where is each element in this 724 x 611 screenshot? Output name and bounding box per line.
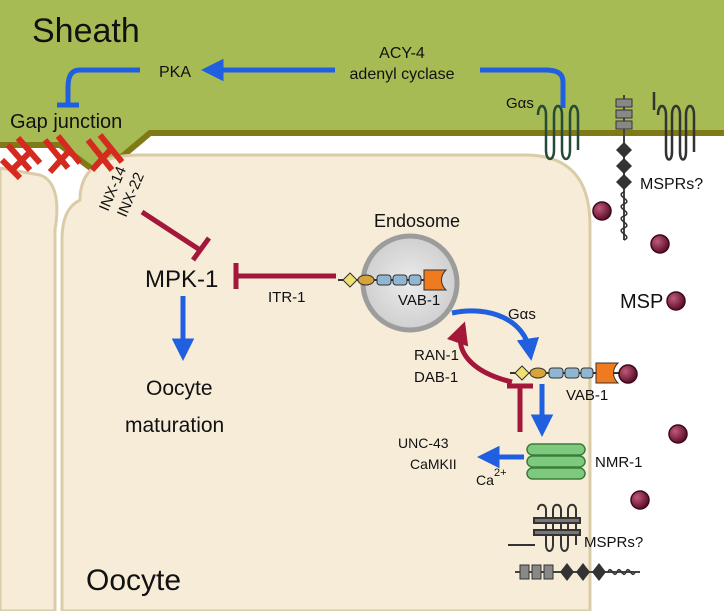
msp-particle — [650, 234, 670, 254]
sheath-label: Sheath — [32, 12, 140, 50]
oocyte-maturation-line1: Oocyte — [146, 377, 213, 400]
calcium-superscript: 2+ — [494, 467, 507, 479]
arrow-gas-to-acy4 — [480, 67, 566, 108]
msp-particle — [630, 490, 650, 510]
mpk1-label: MPK-1 — [145, 266, 218, 293]
msp-particle — [668, 424, 688, 444]
gas-sheath-label: Gαs — [506, 95, 534, 112]
arrow-pka-inhibits-gap-junction — [65, 67, 140, 104]
mspr-top-label: MSPRs? — [640, 176, 703, 193]
gas-receptor-sheath — [536, 104, 580, 161]
vab1-membrane-label: VAB-1 — [566, 387, 608, 404]
msp-particles — [592, 201, 688, 510]
mspr-receptor-oocyte-2 — [515, 563, 640, 581]
inhibit-bar-mpk1-top — [190, 236, 212, 262]
gap-junction-label: Gap junction — [10, 111, 122, 133]
mspr-receptor-oocyte-1 — [508, 503, 581, 552]
vab1-receptor-endosome — [338, 269, 448, 291]
neighbor-oocyte — [0, 166, 59, 611]
nmr1-channel — [526, 443, 586, 480]
vab1-receptor-membrane — [510, 362, 625, 384]
oocyte-label: Oocyte — [86, 564, 181, 597]
adenyl-cyclase-label: adenyl cyclase — [350, 66, 455, 83]
endosome-label: Endosome — [374, 211, 460, 231]
camkii-label: CaMKII — [410, 456, 457, 472]
arrow-inx-inhibits-mpk1 — [140, 209, 202, 253]
vab1-endosome-label: VAB-1 — [398, 292, 440, 309]
nmr1-label: NMR-1 — [595, 454, 643, 471]
dab1-label: DAB-1 — [414, 369, 458, 386]
msp-particle — [618, 364, 638, 384]
msp-label: MSP — [620, 291, 663, 313]
gas-oocyte-label: Gαs — [508, 306, 536, 323]
unc43-label: UNC-43 — [398, 435, 449, 451]
mspr-bottom-label: MSPRs? — [584, 534, 643, 551]
itr1-label: ITR-1 — [268, 289, 306, 306]
acy4-label: ACY-4 — [379, 45, 425, 62]
arrow-membrane-to-endosome — [446, 321, 513, 385]
mspr-receptor-sheath-2 — [652, 92, 696, 161]
msp-particle — [666, 291, 686, 311]
mspr-receptor-sheath-1 — [615, 95, 633, 241]
calcium-label: Ca — [476, 472, 494, 488]
gap-junction-channels — [0, 133, 125, 181]
pka-label: PKA — [159, 64, 191, 81]
arrow-endosome-to-membrane — [451, 308, 540, 361]
ran1-label: RAN-1 — [414, 347, 459, 364]
msp-particle — [592, 201, 612, 221]
oocyte-maturation-line2: maturation — [125, 414, 224, 437]
